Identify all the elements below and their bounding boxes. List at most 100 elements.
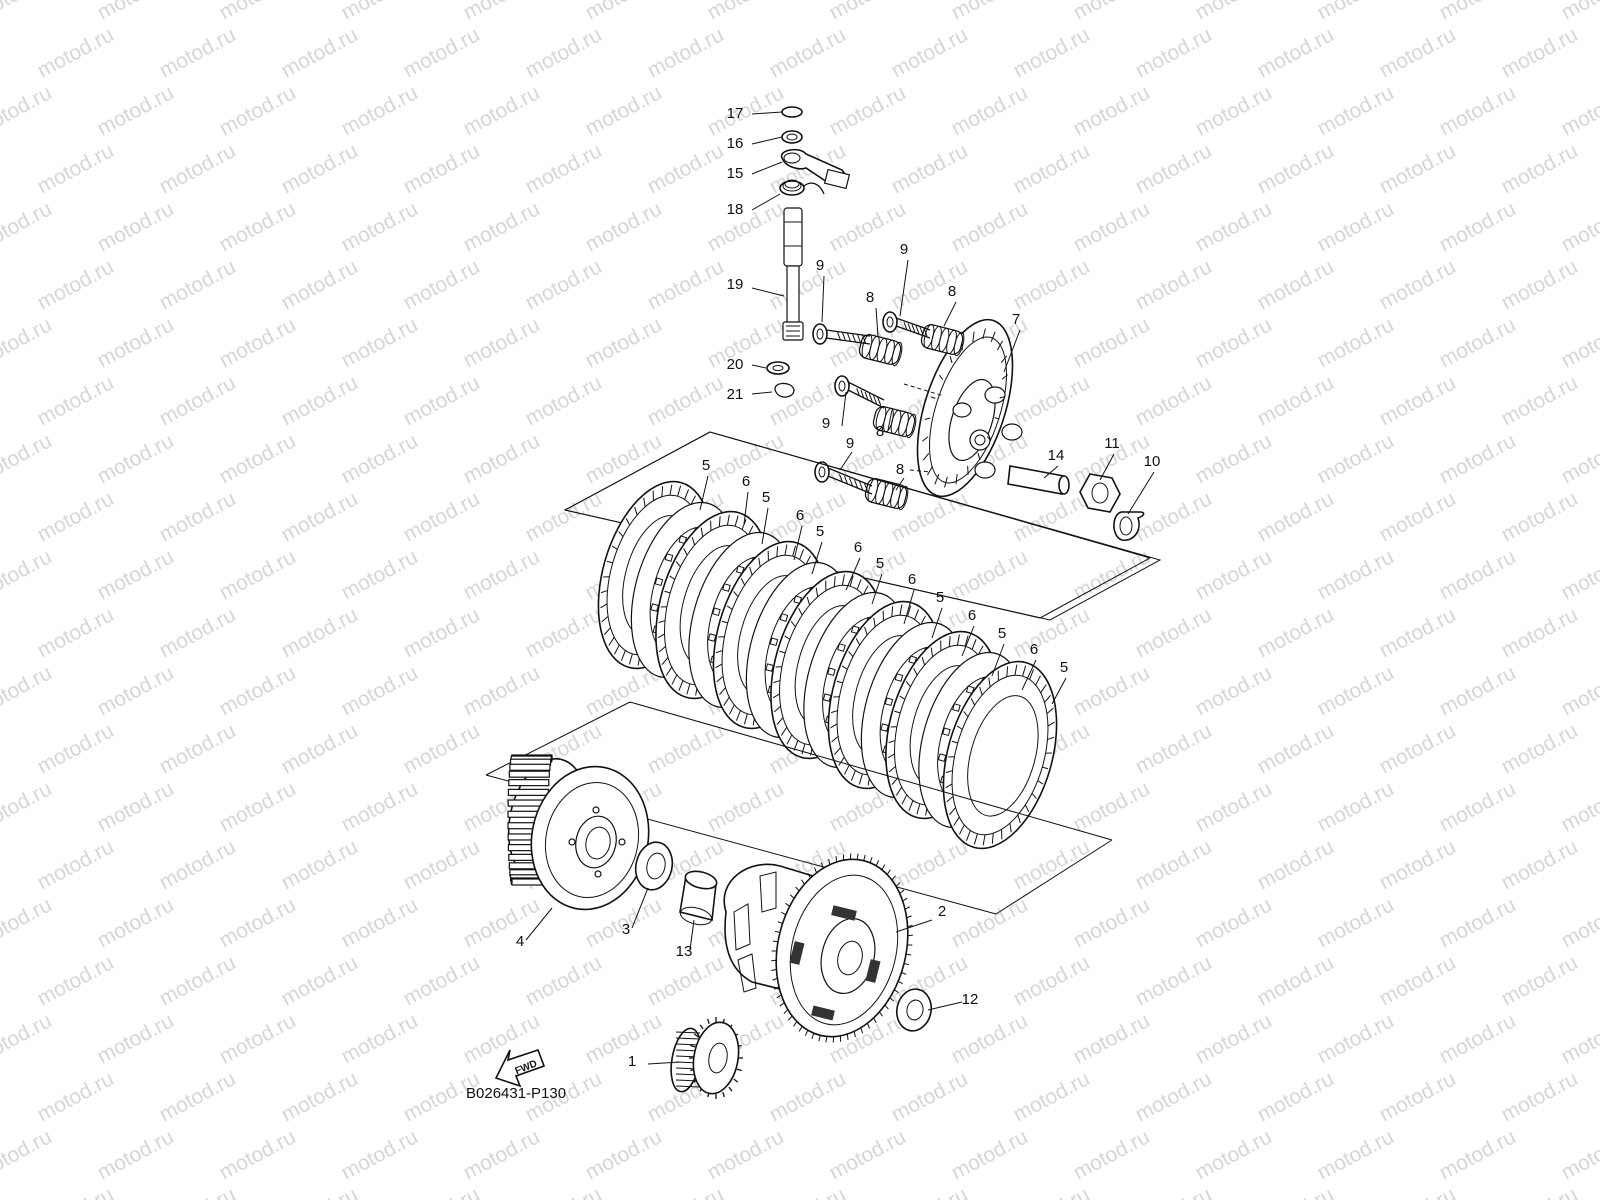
- callout-number: 18: [727, 201, 744, 218]
- watermark-text: motod.ru: [1132, 371, 1216, 430]
- watermark-text: motod.ru: [400, 371, 484, 430]
- watermark-text: motod.ru: [34, 255, 118, 314]
- watermark-text: motod.ru: [460, 545, 544, 604]
- callout-leader: [751, 161, 783, 175]
- watermark-text: motod.ru: [1132, 1183, 1216, 1200]
- watermark-text: motod.ru: [948, 1009, 1032, 1068]
- watermark-text: motod.ru: [34, 603, 118, 662]
- callout-leader: [793, 525, 803, 561]
- callout-leader: [845, 557, 861, 591]
- watermark-text: motod.ru: [94, 0, 178, 24]
- watermark-text: motod.ru: [1498, 23, 1582, 82]
- watermark-text: motod.ru: [94, 545, 178, 604]
- watermark-text: motod.ru: [1132, 23, 1216, 82]
- watermark-text: motod.ru: [644, 139, 728, 198]
- callout-leader: [1043, 465, 1059, 479]
- watermark-text: motod.ru: [0, 197, 56, 256]
- watermark-text: motod.ru: [948, 81, 1032, 140]
- watermark-text: motod.ru: [1558, 777, 1600, 836]
- callout-number: 21: [727, 386, 744, 403]
- watermark-text: motod.ru: [1192, 661, 1276, 720]
- callout-number: 6: [796, 507, 804, 524]
- watermark-text: motod.ru: [1254, 371, 1338, 430]
- watermark-text: motod.ru: [1498, 371, 1582, 430]
- push-lever-assembly: [766, 106, 851, 398]
- clutch-spring: [858, 333, 903, 367]
- push-rod-14: [1007, 465, 1070, 495]
- watermark-text: motod.ru: [216, 81, 300, 140]
- watermark-text: motod.ru: [826, 197, 910, 256]
- watermark-text: motod.ru: [216, 661, 300, 720]
- callout-number: 9: [846, 435, 854, 452]
- clutch-plates-stack: [597, 480, 1058, 850]
- watermark-text: motod.ru: [1070, 197, 1154, 256]
- watermark-text: motod.ru: [1376, 139, 1460, 198]
- callout-number: 6: [1030, 641, 1038, 658]
- watermark-text: motod.ru: [1010, 1067, 1094, 1126]
- oil-seal-20: [766, 361, 790, 375]
- watermark-text: motod.ru: [704, 0, 788, 24]
- watermark-text: motod.ru: [338, 545, 422, 604]
- watermark-text: motod.ru: [34, 1067, 118, 1126]
- clutch-bolt: [814, 461, 873, 495]
- watermark-text: motod.ru: [766, 23, 850, 82]
- watermark-text: motod.ru: [1192, 429, 1276, 488]
- watermark-text: motod.ru: [1314, 81, 1398, 140]
- watermark-text: motod.ru: [1254, 255, 1338, 314]
- callout-number: 5: [998, 625, 1006, 642]
- watermark-text: motod.ru: [400, 139, 484, 198]
- watermark-text: motod.ru: [278, 1183, 362, 1200]
- watermark-text: motod.ru: [1558, 429, 1600, 488]
- springs-and-bolts: [812, 311, 965, 511]
- watermark-text: motod.ru: [0, 661, 56, 720]
- watermark-text: motod.ru: [278, 835, 362, 894]
- watermark-text: motod.ru: [460, 661, 544, 720]
- watermark-text: motod.ru: [1436, 1125, 1520, 1184]
- watermark-text: motod.ru: [0, 1125, 56, 1184]
- watermark-text: motod.ru: [400, 1183, 484, 1200]
- watermark-text: motod.ru: [1376, 835, 1460, 894]
- watermark-text: motod.ru: [644, 719, 728, 778]
- figure-code: B026431-P130: [466, 1085, 566, 1102]
- watermark-text: motod.ru: [216, 313, 300, 372]
- watermark-text: motod.ru: [338, 0, 422, 24]
- watermark-text: motod.ru: [1070, 661, 1154, 720]
- watermark-text: motod.ru: [1436, 0, 1520, 24]
- primary-drive-gear-1: [670, 1017, 743, 1099]
- watermark-text: motod.ru: [1314, 661, 1398, 720]
- watermark-text: motod.ru: [338, 81, 422, 140]
- watermark-text: motod.ru: [278, 603, 362, 662]
- watermark-text: motod.ru: [216, 197, 300, 256]
- watermark-text: motod.ru: [1010, 951, 1094, 1010]
- watermark-text: motod.ru: [1436, 1009, 1520, 1068]
- watermark-text: motod.ru: [460, 429, 544, 488]
- watermark-text: motod.ru: [826, 0, 910, 24]
- watermark-text: motod.ru: [338, 429, 422, 488]
- callout-number: 14: [1048, 447, 1065, 464]
- watermark-text: motod.ru: [582, 429, 666, 488]
- watermark-text: motod.ru: [1132, 603, 1216, 662]
- clutch-spring: [872, 405, 917, 439]
- watermark-text: motod.ru: [1314, 197, 1398, 256]
- callout-leader: [751, 364, 767, 369]
- watermark-text: motod.ru: [0, 777, 56, 836]
- circlip-17: [781, 106, 803, 118]
- watermark-text: motod.ru: [1070, 313, 1154, 372]
- watermark-text: motod.ru: [704, 777, 788, 836]
- callout-number: 17: [727, 105, 744, 122]
- watermark-text: motod.ru: [522, 603, 606, 662]
- watermark-text: motod.ru: [948, 893, 1032, 952]
- callout-number: 16: [727, 135, 744, 152]
- watermark-text: motod.ru: [1192, 1009, 1276, 1068]
- clutch-housing-2: [723, 853, 913, 1043]
- watermark-text: motod.ru: [1558, 81, 1600, 140]
- callout-leader: [751, 391, 773, 395]
- callout-leader: [875, 307, 879, 337]
- watermark-text: motod.ru: [1498, 487, 1582, 546]
- watermark-text: motod.ru: [522, 1183, 606, 1200]
- watermark-text: motod.ru: [338, 1009, 422, 1068]
- watermark-text: motod.ru: [888, 23, 972, 82]
- watermark-text: motod.ru: [1132, 139, 1216, 198]
- watermark-text: motod.ru: [1558, 0, 1600, 24]
- watermark-text: motod.ru: [1132, 951, 1216, 1010]
